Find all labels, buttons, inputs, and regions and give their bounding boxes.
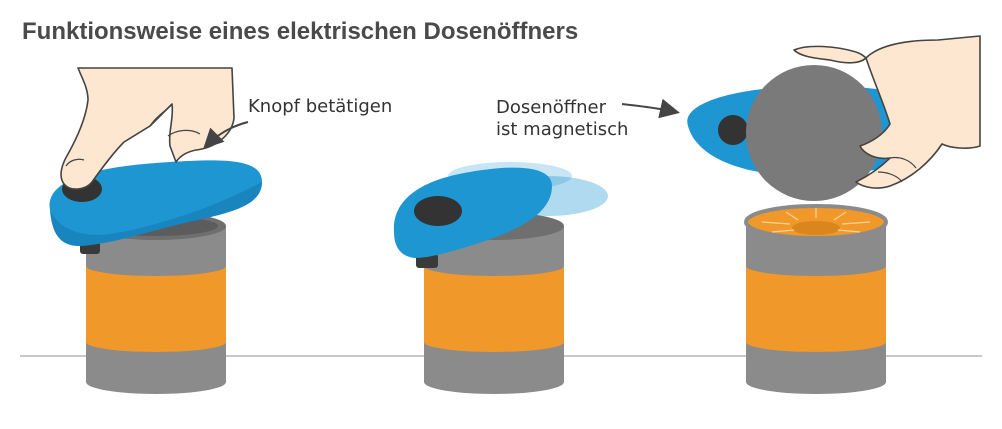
- lifted-lid: [746, 65, 882, 201]
- hand-1: [60, 67, 235, 190]
- can-3: [744, 204, 888, 394]
- step-3-magnetic-lid: [621, 35, 981, 394]
- label-magnetic-line1: Dosenöffner: [496, 97, 607, 118]
- diagram-title: Funktionsweise eines elektrischen Dosenö…: [22, 18, 579, 45]
- label-magnetic-line2: ist magnetisch: [496, 119, 629, 140]
- opener-button-icon: [414, 196, 462, 226]
- arrow-to-button: [203, 121, 249, 149]
- opener-button-icon: [718, 115, 748, 145]
- label-press-button: Knopf betätigen: [248, 96, 393, 117]
- step-1-press-button: [49, 67, 263, 394]
- can-opener-2: [393, 167, 552, 268]
- hand-3: [793, 35, 981, 189]
- step-2-opening: [393, 162, 608, 394]
- arrow-to-magnet: [621, 98, 680, 119]
